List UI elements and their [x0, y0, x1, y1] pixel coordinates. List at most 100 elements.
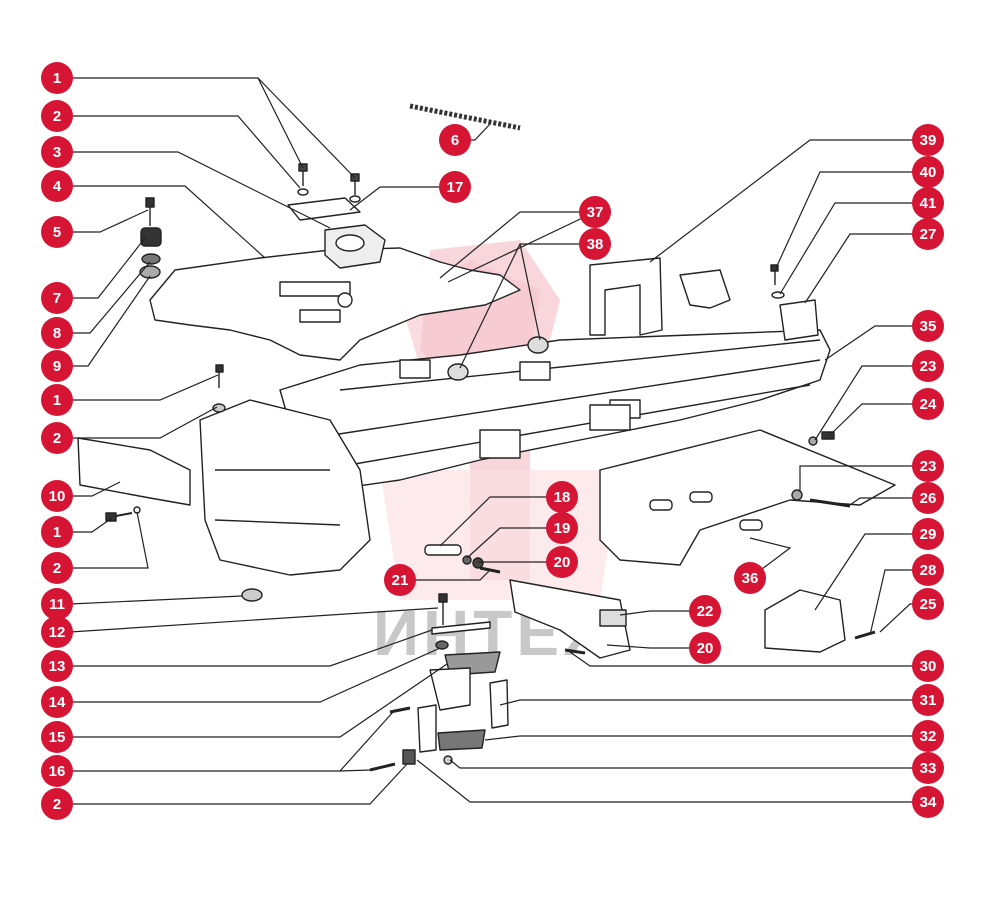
nut-11 [241, 588, 263, 602]
callout-number: 34 [920, 794, 937, 811]
callout-badge-c-1b: 1 [41, 384, 73, 416]
callout-circle [41, 170, 73, 202]
callout-badge-c-24: 24 [912, 388, 944, 420]
callout-number: 1 [53, 524, 61, 541]
callout-number: 10 [49, 488, 66, 505]
callout-number: 20 [697, 640, 714, 657]
callout-circle [912, 450, 944, 482]
callout-badge-c-39: 39 [912, 124, 944, 156]
callout-number: 21 [392, 572, 409, 589]
callout-badge-c-37: 37 [579, 196, 611, 228]
callout-circle [41, 422, 73, 454]
callout-badge-c-13: 13 [41, 650, 73, 682]
callout-circle [384, 564, 416, 596]
callout-badge-c-18: 18 [546, 481, 578, 513]
callout-circle [912, 156, 944, 188]
callout-number: 25 [920, 596, 937, 613]
callout-badges: 1234561737387891210121112131415162181920… [41, 62, 944, 820]
callout-circle [41, 480, 73, 512]
bracket-29 [764, 589, 846, 653]
callout-badge-c-22: 22 [689, 595, 721, 627]
callout-badge-c-11: 11 [41, 588, 73, 620]
callout-circle [439, 124, 471, 156]
callout-circle [912, 310, 944, 342]
callout-circle [912, 518, 944, 550]
callout-badge-c-34: 34 [912, 786, 944, 818]
callout-circle [912, 588, 944, 620]
callout-number: 15 [49, 729, 66, 746]
side-bolt [105, 512, 117, 522]
callout-number: 2 [53, 560, 61, 577]
callout-number: 40 [920, 164, 937, 181]
callout-badge-c-7: 7 [41, 282, 73, 314]
chain-6 [409, 103, 521, 131]
side-shield-10 [77, 437, 191, 506]
bumper-pad-right [527, 336, 549, 354]
callout-badge-c-10: 10 [41, 480, 73, 512]
callout-circle [41, 136, 73, 168]
callout-badge-c-19: 19 [546, 512, 578, 544]
callout-number: 11 [49, 596, 65, 613]
callout-badge-c-20a: 20 [546, 546, 578, 578]
callout-number: 30 [920, 658, 937, 675]
callout-number: 1 [53, 70, 61, 87]
bolt-stack-5-9 [139, 197, 162, 279]
callout-number: 7 [53, 290, 61, 307]
callout-circle [41, 588, 73, 620]
callout-circle [41, 516, 73, 548]
rear-guard-36 [599, 429, 896, 566]
rear-bracket-39 [589, 257, 663, 336]
pedal-assembly [369, 593, 509, 772]
callout-circle [41, 100, 73, 132]
callout-number: 24 [920, 396, 937, 413]
callout-badge-c-1a: 1 [41, 62, 73, 94]
callout-number: 32 [920, 728, 937, 745]
callout-circle [912, 684, 944, 716]
callout-badge-c-27: 27 [912, 218, 944, 250]
callout-badge-c-25: 25 [912, 588, 944, 620]
pivot-pin-stack [424, 544, 501, 574]
callout-circle [41, 384, 73, 416]
callout-circle [912, 786, 944, 818]
callout-number: 31 [920, 692, 937, 709]
callout-number: 41 [920, 195, 937, 212]
bolt-26 [809, 498, 851, 508]
callout-circle [439, 171, 471, 203]
callout-number: 33 [920, 760, 937, 777]
callout-badge-c-36: 36 [734, 562, 766, 594]
bolt-24 [821, 431, 835, 440]
callout-circle [912, 350, 944, 382]
callout-badge-c-17: 17 [439, 171, 471, 203]
callout-badge-c-16: 16 [41, 755, 73, 787]
callout-number: 22 [697, 603, 714, 620]
callout-circle [912, 187, 944, 219]
callout-circle [41, 62, 73, 94]
callout-number: 1 [53, 392, 61, 409]
callout-number: 39 [920, 132, 937, 149]
callout-number: 18 [554, 489, 571, 506]
callout-number: 9 [53, 358, 61, 375]
callout-circle [912, 650, 944, 682]
callout-number: 8 [53, 325, 61, 342]
callout-number: 19 [554, 520, 571, 537]
callout-badge-c-4: 4 [41, 170, 73, 202]
callout-number: 4 [53, 178, 62, 195]
callout-number: 26 [920, 490, 937, 507]
callout-circle [41, 216, 73, 248]
callout-badge-c-33: 33 [912, 752, 944, 784]
callout-badge-c-2a: 2 [41, 100, 73, 132]
callout-circle [912, 482, 944, 514]
callout-badge-c-31: 31 [912, 684, 944, 716]
callout-badge-c-35: 35 [912, 310, 944, 342]
callout-badge-c-21: 21 [384, 564, 416, 596]
callout-badge-c-2c: 2 [41, 552, 73, 584]
callout-circle [41, 755, 73, 787]
top-bolts [297, 163, 361, 203]
callout-circle [546, 546, 578, 578]
bumper-pad-left [447, 363, 469, 381]
callout-circle [912, 554, 944, 586]
callout-number: 23 [920, 358, 937, 375]
callout-circle [41, 686, 73, 718]
callout-circle [912, 720, 944, 752]
